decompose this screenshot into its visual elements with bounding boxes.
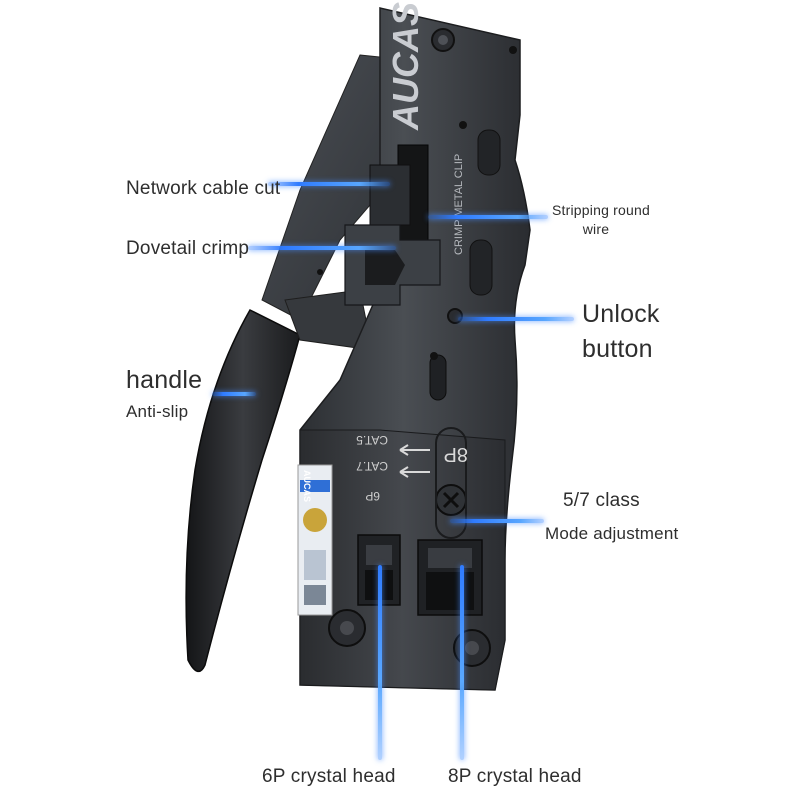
callout-line-8p (460, 565, 464, 760)
callout-line-network-cable-cut (268, 182, 390, 186)
label-stripping-round: Stripping round (552, 202, 650, 218)
cat5-text: CAT.5 (356, 433, 388, 447)
callout-line-mode (450, 519, 544, 523)
sticker-brand-text: AUCAS (302, 470, 312, 502)
label-mode-adjustment: Mode adjustment (545, 524, 679, 543)
callout-line-stripping (428, 215, 548, 219)
port-6p-text: 6P (365, 489, 380, 503)
callout-line-unlock (458, 317, 574, 321)
label-network-cable-cut: Network cable cut (126, 178, 281, 199)
label-6p-crystal-head: 6P crystal head (262, 766, 396, 787)
label-handle: handle (126, 366, 203, 394)
label-anti-slip: Anti-slip (126, 402, 189, 421)
cat7-text: CAT.7 (356, 459, 388, 473)
port-8p-text: 8P (444, 443, 468, 465)
label-dovetail-crimp: Dovetail crimp (126, 238, 250, 259)
callout-line-handle (212, 392, 256, 396)
label-stripping-wire: wire (582, 221, 610, 237)
label-8p-crystal-head: 8P crystal head (448, 766, 582, 787)
label-unlock: Unlock (582, 300, 660, 328)
label-button: button (582, 335, 653, 363)
label-5-7-class: 5/7 class (563, 490, 640, 511)
callout-line-dovetail-crimp (248, 246, 396, 250)
brand-logo-text: AUCAS (385, 2, 426, 131)
crimp-metal-clip-text: CRIMP METAL CLIP (453, 154, 465, 255)
callout-line-6p (378, 565, 382, 760)
rubber-handle-grip (185, 309, 301, 673)
